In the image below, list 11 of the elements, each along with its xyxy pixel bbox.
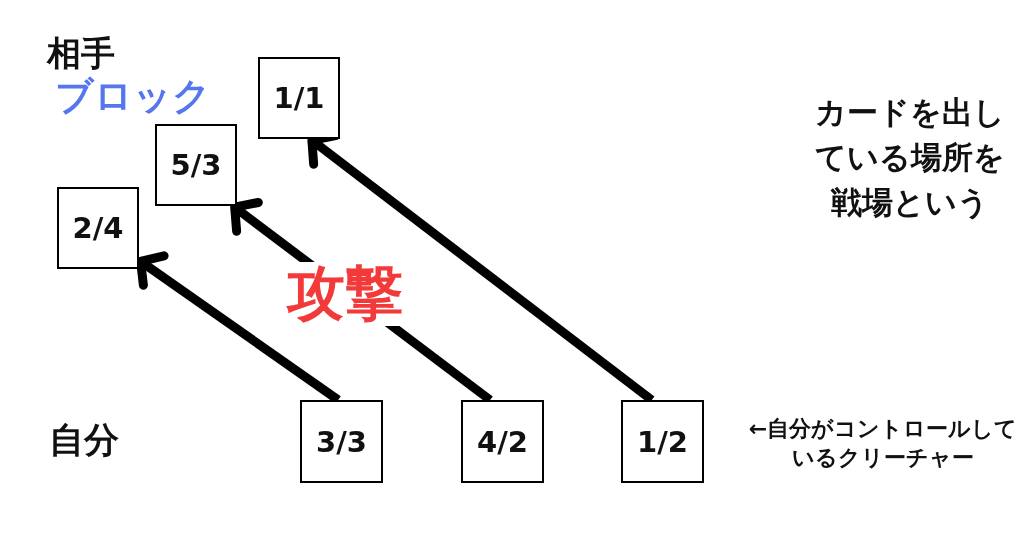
annotation-label: ブロック: [55, 74, 211, 120]
note-text: カードを出している場所を戦場という: [815, 93, 1005, 222]
row-label: 自分: [49, 419, 119, 461]
note-text: ←自分がコントロールしているクリーチャー: [747, 415, 1019, 472]
card-box: 1/1: [258, 57, 340, 139]
card-box: 2/4: [57, 187, 139, 269]
card-box: 1/2: [621, 400, 704, 483]
card-box: 5/3: [155, 124, 237, 206]
row-label: 相手: [47, 33, 115, 74]
card-box: 3/3: [300, 400, 383, 483]
card-box: 4/2: [461, 400, 544, 483]
